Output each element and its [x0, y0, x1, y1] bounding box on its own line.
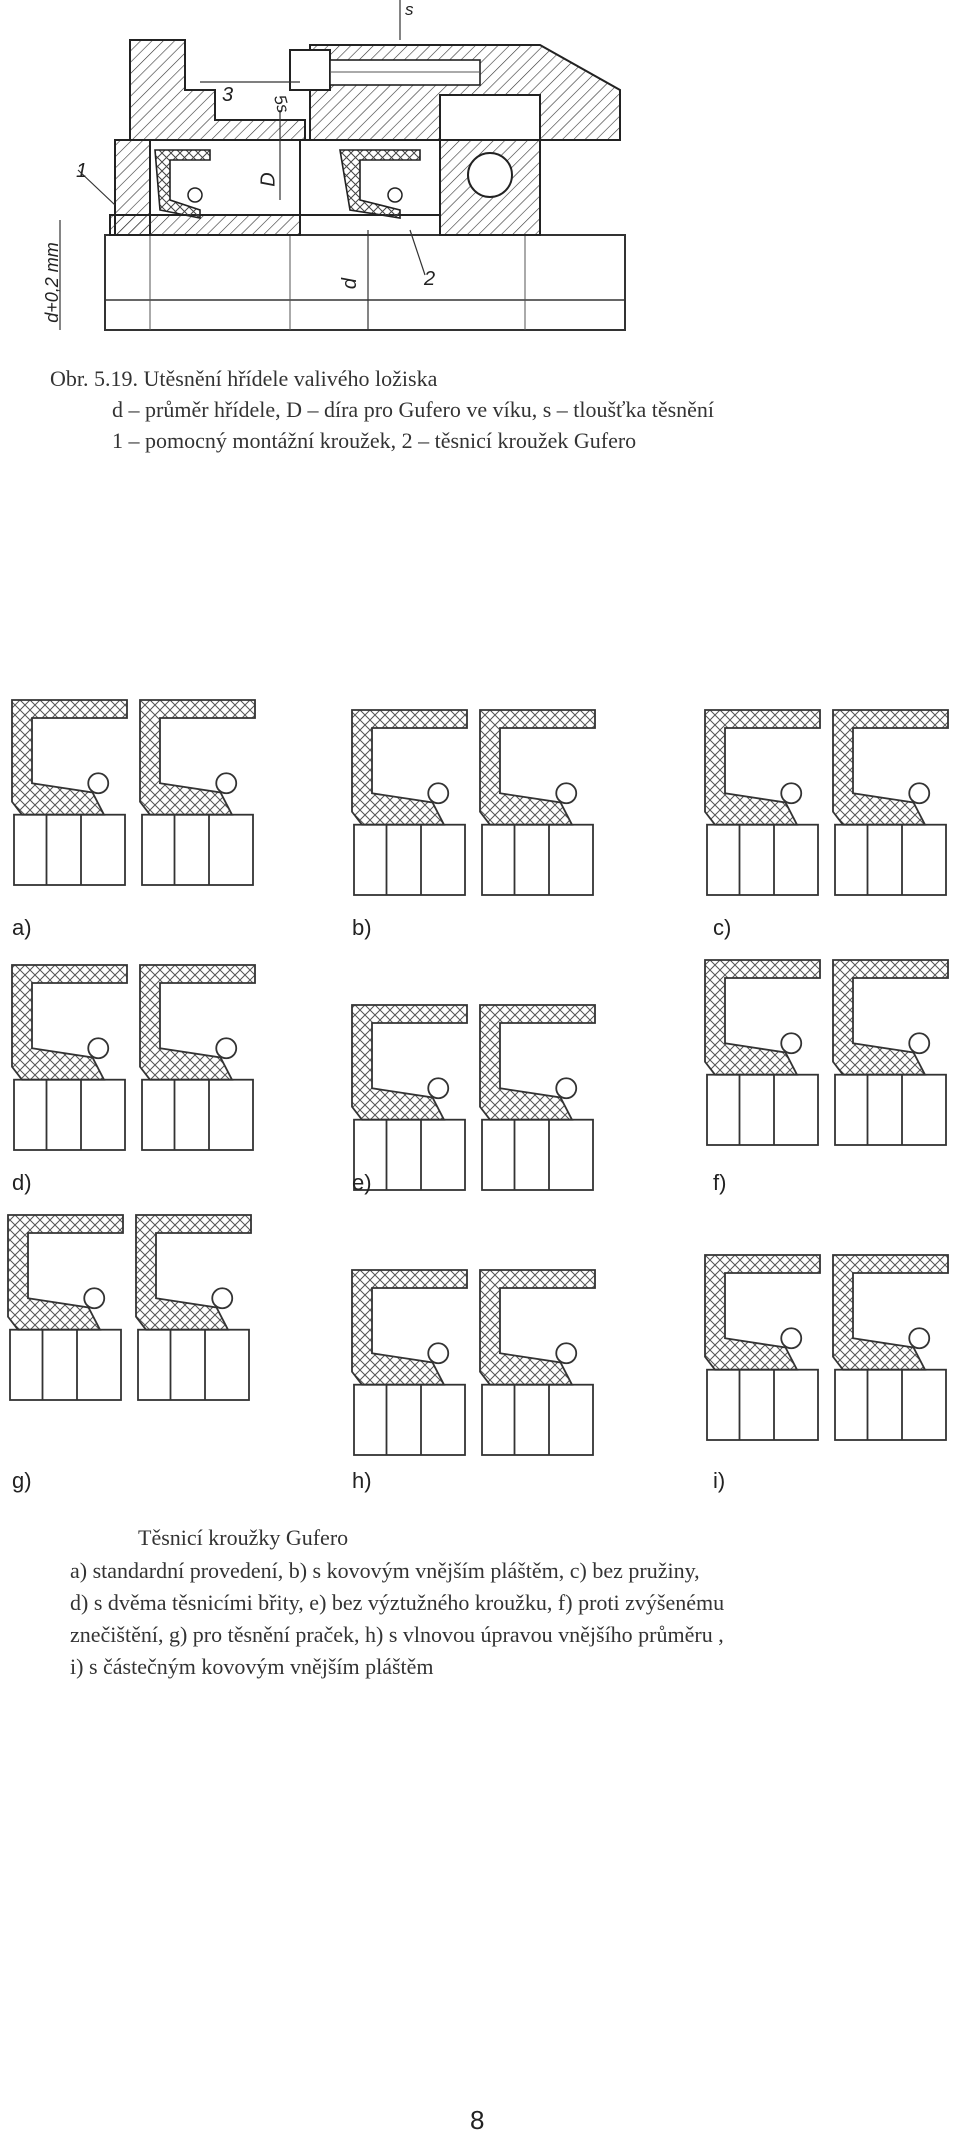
variant-label-c: c) — [713, 915, 732, 940]
seals-caption-line1: a) standardní provedení, b) s kovovým vn… — [70, 1558, 700, 1583]
seal-variant-i — [704, 1254, 949, 1441]
seal-variant-g — [7, 1214, 252, 1401]
variant-label-h: h) — [352, 1468, 372, 1493]
variant-label-b: b) — [352, 915, 372, 940]
variant-label-a: a) — [12, 915, 32, 940]
variant-label-g: g) — [12, 1468, 32, 1493]
label-1: 1 — [76, 160, 88, 182]
variant-label-i: i) — [713, 1468, 726, 1493]
seal-variant-e — [351, 1004, 596, 1191]
seal-variant-a — [11, 699, 256, 886]
figure-caption-line2: d – průměr hřídele, D – díra pro Gufero … — [112, 397, 715, 422]
seals-caption-line2: d) s dvěma těsnicími břity, e) bez výztu… — [70, 1590, 725, 1615]
variant-label-f: f) — [713, 1170, 727, 1195]
shaft-seal-drawing: 1 2 3 5s s D d d+0,2 mm — [0, 0, 960, 350]
seal-variant-h — [351, 1269, 596, 1456]
label-3: 3 — [222, 84, 234, 106]
seal-variants-drawing — [7, 699, 949, 1456]
seal-variant-b — [351, 709, 596, 896]
variant-label-d: d) — [12, 1170, 32, 1195]
seal-variant-c — [704, 709, 949, 896]
label-2: 2 — [424, 268, 436, 290]
variant-label-e: e) — [352, 1170, 372, 1195]
seals-caption-title: Těsnicí kroužky Gufero — [138, 1525, 349, 1550]
seals-caption-line4: i) s částečným kovovým vnějším pláštěm — [70, 1654, 434, 1679]
figure-caption-line3: 1 – pomocný montážní kroužek, 2 – těsnic… — [112, 428, 637, 453]
label-s: s — [405, 0, 414, 19]
figure-caption-title: Obr. 5.19. Utěsnění hřídele valivého lož… — [50, 366, 438, 391]
seal-variant-d — [11, 964, 256, 1151]
seal-variant-f — [704, 959, 949, 1146]
page-number: 8 — [470, 2105, 485, 2135]
seals-caption-line3: znečištění, g) pro těsnění praček, h) s … — [70, 1622, 724, 1647]
